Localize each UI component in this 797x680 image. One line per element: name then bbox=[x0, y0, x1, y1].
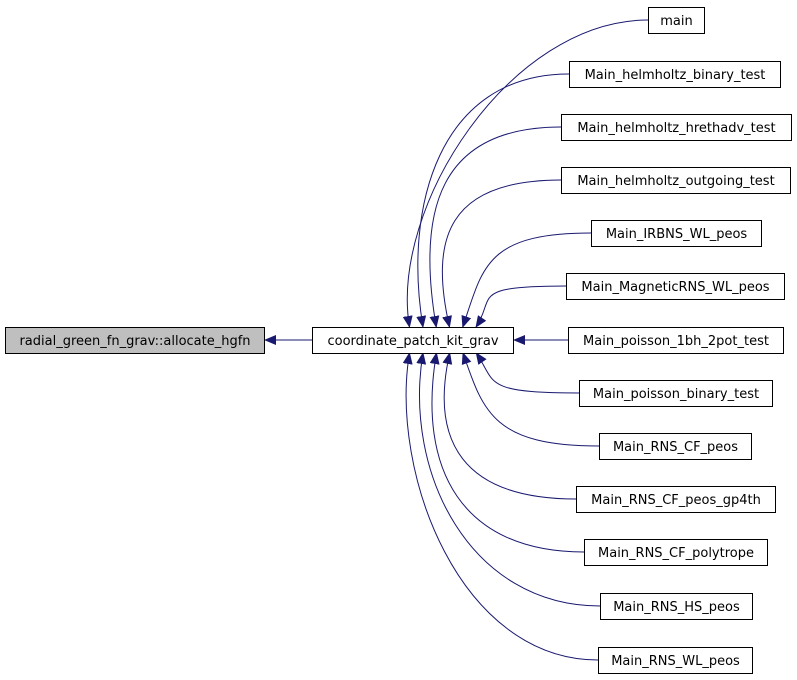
node-caller-5[interactable]: Main_MagneticRNS_WL_peos bbox=[566, 273, 785, 300]
node-caller-12-box bbox=[598, 647, 753, 674]
edge-caller-0 bbox=[402, 19, 649, 328]
node-caller-8-label: Main_RNS_CF_peos bbox=[613, 440, 738, 455]
node-caller-6-box bbox=[568, 327, 784, 354]
node-caller-5-label: Main_MagneticRNS_WL_peos bbox=[581, 280, 769, 295]
edge-caller-8 bbox=[461, 352, 600, 447]
node-caller-1-box bbox=[569, 61, 781, 88]
node-caller-2-box bbox=[561, 114, 792, 141]
node-caller-11-label: Main_RNS_HS_peos bbox=[613, 600, 740, 615]
node-hub-box bbox=[312, 327, 514, 354]
node-caller-11[interactable]: Main_RNS_HS_peos bbox=[600, 593, 753, 620]
edge-caller-11 bbox=[416, 352, 601, 607]
node-caller-6[interactable]: Main_poisson_1bh_2pot_test bbox=[568, 327, 784, 354]
node-caller-12[interactable]: Main_RNS_WL_peos bbox=[598, 647, 753, 674]
node-caller-2[interactable]: Main_helmholtz_hrethadv_test bbox=[561, 114, 792, 141]
node-caller-1[interactable]: Main_helmholtz_binary_test bbox=[569, 61, 781, 88]
edge-caller-12 bbox=[402, 352, 599, 661]
node-caller-4-label: Main_IRBNS_WL_peos bbox=[606, 227, 748, 242]
node-caller-9-label: Main_RNS_CF_peos_gp4th bbox=[591, 493, 761, 508]
node-hub-label: coordinate_patch_kit_grav bbox=[327, 334, 498, 349]
node-focus-label: radial_green_fn_grav::allocate_hgfn bbox=[19, 334, 250, 349]
edge-caller-5 bbox=[475, 285, 567, 328]
edge-caller-4 bbox=[461, 232, 592, 328]
edge-caller-2 bbox=[429, 126, 562, 328]
node-caller-7[interactable]: Main_poisson_binary_test bbox=[579, 380, 773, 407]
node-focus[interactable]: radial_green_fn_grav::allocate_hgfn bbox=[5, 327, 265, 354]
node-caller-9-box bbox=[576, 486, 776, 513]
node-caller-4-box bbox=[591, 220, 762, 247]
node-caller-10[interactable]: Main_RNS_CF_polytrope bbox=[584, 539, 768, 566]
node-caller-0-label: main bbox=[660, 14, 692, 29]
node-caller-5-box bbox=[566, 273, 785, 300]
node-caller-7-label: Main_poisson_binary_test bbox=[593, 387, 759, 402]
edge-caller-10 bbox=[429, 352, 585, 553]
node-caller-7-box bbox=[579, 380, 773, 407]
edge-caller-1 bbox=[416, 73, 570, 328]
node-caller-4[interactable]: Main_IRBNS_WL_peos bbox=[591, 220, 762, 247]
node-caller-8[interactable]: Main_RNS_CF_peos bbox=[599, 433, 752, 460]
node-caller-12-label: Main_RNS_WL_peos bbox=[611, 654, 740, 669]
node-caller-0[interactable]: main bbox=[648, 7, 705, 34]
node-caller-9[interactable]: Main_RNS_CF_peos_gp4th bbox=[576, 486, 776, 513]
edge-caller-3 bbox=[441, 179, 562, 328]
nodes-layer: radial_green_fn_grav::allocate_hgfn coord… bbox=[5, 7, 792, 674]
node-caller-8-box bbox=[599, 433, 752, 460]
node-focus-box bbox=[5, 327, 265, 354]
node-caller-10-box bbox=[584, 539, 768, 566]
edges-layer bbox=[264, 19, 649, 661]
node-caller-0-box bbox=[648, 7, 705, 34]
node-caller-3-label: Main_helmholtz_outgoing_test bbox=[577, 174, 774, 189]
edge-caller-9 bbox=[442, 352, 577, 500]
node-hub[interactable]: coordinate_patch_kit_grav bbox=[312, 327, 514, 354]
node-caller-3[interactable]: Main_helmholtz_outgoing_test bbox=[561, 167, 791, 194]
node-caller-1-label: Main_helmholtz_binary_test bbox=[585, 68, 766, 83]
node-caller-10-label: Main_RNS_CF_polytrope bbox=[598, 546, 754, 561]
edge-caller-7 bbox=[475, 352, 580, 394]
node-caller-2-label: Main_helmholtz_hrethadv_test bbox=[577, 121, 775, 136]
node-caller-6-label: Main_poisson_1bh_2pot_test bbox=[583, 334, 769, 349]
node-caller-3-box bbox=[561, 167, 791, 194]
node-caller-11-box bbox=[600, 593, 753, 620]
